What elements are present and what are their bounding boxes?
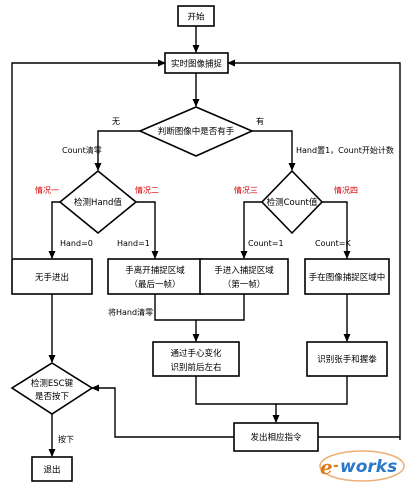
edges — [11, 26, 401, 457]
edge-enter-palm — [196, 294, 245, 321]
label-case1: 情况一 — [35, 185, 59, 195]
edge-labels: 无 有 Count清零 Hand置1，Count开始计数 情况一 情况二 情况三… — [35, 116, 394, 444]
label-count-reset: Count清零 — [62, 145, 102, 155]
label-case4: 情况四 — [334, 185, 358, 195]
hand-enter-line1: 手进入捕捉区域 — [214, 265, 274, 276]
label-hand0: Hand=0 — [60, 239, 93, 248]
hand-enter-line2: （第一帧） — [223, 279, 266, 290]
edge-case4 — [322, 201, 351, 259]
node-send-cmd: 发出相应指令 — [233, 422, 319, 452]
decision-hand-label: 判断图像中是否有手 — [158, 126, 235, 137]
label-no: 无 — [112, 117, 120, 126]
node-no-hand: 无手进出 — [11, 258, 93, 295]
label-yes: 有 — [256, 116, 264, 126]
edge-main-loop — [227, 59, 401, 440]
node-capture: 实时图像捕捉 — [164, 52, 229, 74]
edge-decision-no — [94, 130, 140, 171]
eworks-watermark: e - works — [319, 450, 405, 482]
start-label: 开始 — [187, 12, 205, 23]
esc-line2: 是否按下 — [35, 391, 70, 402]
node-start: 开始 — [177, 5, 215, 27]
watermark-dash: - — [333, 458, 339, 474]
label-hand-clear: 将Hand清零 — [108, 307, 153, 317]
edge-decision-yes — [252, 130, 296, 171]
node-fist: 识别张手和握拳 — [306, 341, 388, 377]
capture-label: 实时图像捕捉 — [171, 59, 223, 70]
esc-line1: 检测ESC键 — [31, 378, 74, 389]
watermark-works: works — [340, 457, 397, 477]
label-pressed: 按下 — [58, 434, 74, 444]
exit-label: 退出 — [43, 465, 60, 476]
hand-in-area-label: 手在图像捕捉区域中 — [309, 272, 386, 283]
edge-palm-cmd — [195, 376, 280, 423]
label-hand1: Hand=1 — [117, 239, 150, 248]
edge-leave-palm — [154, 294, 200, 342]
no-hand-label: 无手进出 — [35, 272, 69, 283]
node-hand-enter: 手进入捕捉区域 （第一帧） — [199, 258, 289, 295]
label-case3: 情况三 — [234, 185, 258, 195]
hand-leave-line2: （最后一帧） — [129, 279, 180, 290]
palm-line1: 通过手心变化 — [170, 348, 222, 359]
node-decision-hand: 判断图像中是否有手 — [138, 106, 254, 157]
check-hand-label: 检测Hand值 — [74, 197, 122, 208]
node-palm: 通过手心变化 识别前后左右 — [152, 341, 240, 377]
edge-fist-cmd — [276, 376, 348, 405]
watermark-e: e — [320, 455, 333, 479]
edge-case2 — [136, 201, 159, 259]
node-esc: 检测ESC键 是否按下 — [10, 362, 94, 415]
label-count1: Count=1 — [248, 239, 284, 248]
edge-cmd-esc — [91, 384, 234, 438]
send-cmd-label: 发出相应指令 — [250, 432, 302, 443]
palm-line2: 识别前后左右 — [170, 362, 221, 373]
fist-label: 识别张手和握拳 — [317, 354, 377, 365]
label-countk: Count=K — [315, 239, 351, 248]
label-case2: 情况二 — [135, 185, 159, 195]
watermark-swoosh — [319, 450, 405, 482]
edge-nohand-loop — [11, 59, 166, 258]
label-hand-set: Hand置1，Count开始计数 — [296, 145, 394, 155]
edge-case1 — [48, 201, 60, 259]
node-exit: 退出 — [31, 456, 73, 482]
check-count-label: 检测Count值 — [267, 197, 318, 208]
node-hand-in-area: 手在图像捕捉区域中 — [304, 258, 390, 295]
hand-leave-line1: 手离开捕捉区域 — [125, 265, 185, 276]
node-check-hand: 检测Hand值 — [58, 169, 138, 235]
edge-case3 — [240, 201, 262, 259]
node-hand-leave: 手离开捕捉区域 （最后一帧） — [107, 258, 203, 295]
node-check-count: 检测Count值 — [260, 169, 324, 235]
